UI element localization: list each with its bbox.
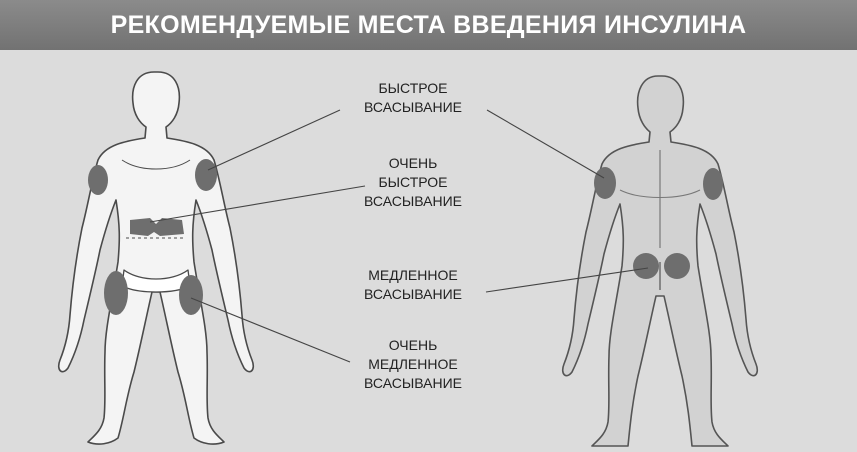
label-slow-absorption: МЕДЛЕННОЕ ВСАСЫВАНИЕ [364, 267, 462, 302]
injection-sites-diagram [57, 71, 759, 447]
back-left-arm-zone [594, 167, 616, 199]
back-body-outline [561, 75, 759, 447]
front-body-figure [57, 71, 255, 445]
front-right-thigh-zone [104, 271, 128, 315]
front-left-thigh-zone [179, 275, 203, 315]
buttock-left-zone [633, 253, 659, 279]
front-left-arm-zone [195, 159, 217, 191]
leader-line-very-slow [190, 297, 351, 363]
back-body-figure [561, 75, 759, 447]
leader-line-fast-front [207, 109, 341, 171]
page-title: РЕКОМЕНДУЕМЫЕ МЕСТА ВВЕДЕНИЯ ИНСУЛИНА [0, 0, 857, 50]
label-very-fast-absorption: ОЧЕНЬ БЫСТРОЕ ВСАСЫВАНИЕ [364, 155, 462, 209]
buttock-right-zone [664, 253, 690, 279]
leader-line-fast-back [486, 109, 605, 179]
leader-line-slow [485, 267, 649, 293]
label-fast-absorption: БЫСТРОЕ ВСАСЫВАНИЕ [364, 80, 462, 115]
front-right-arm-zone [88, 165, 108, 195]
abdomen-zone [130, 218, 184, 236]
label-very-slow-absorption: ОЧЕНЬ МЕДЛЕННОЕ ВСАСЫВАНИЕ [364, 337, 462, 391]
leader-line-very-fast [149, 185, 366, 223]
back-right-arm-zone [703, 168, 723, 200]
front-body-outline [57, 71, 255, 445]
